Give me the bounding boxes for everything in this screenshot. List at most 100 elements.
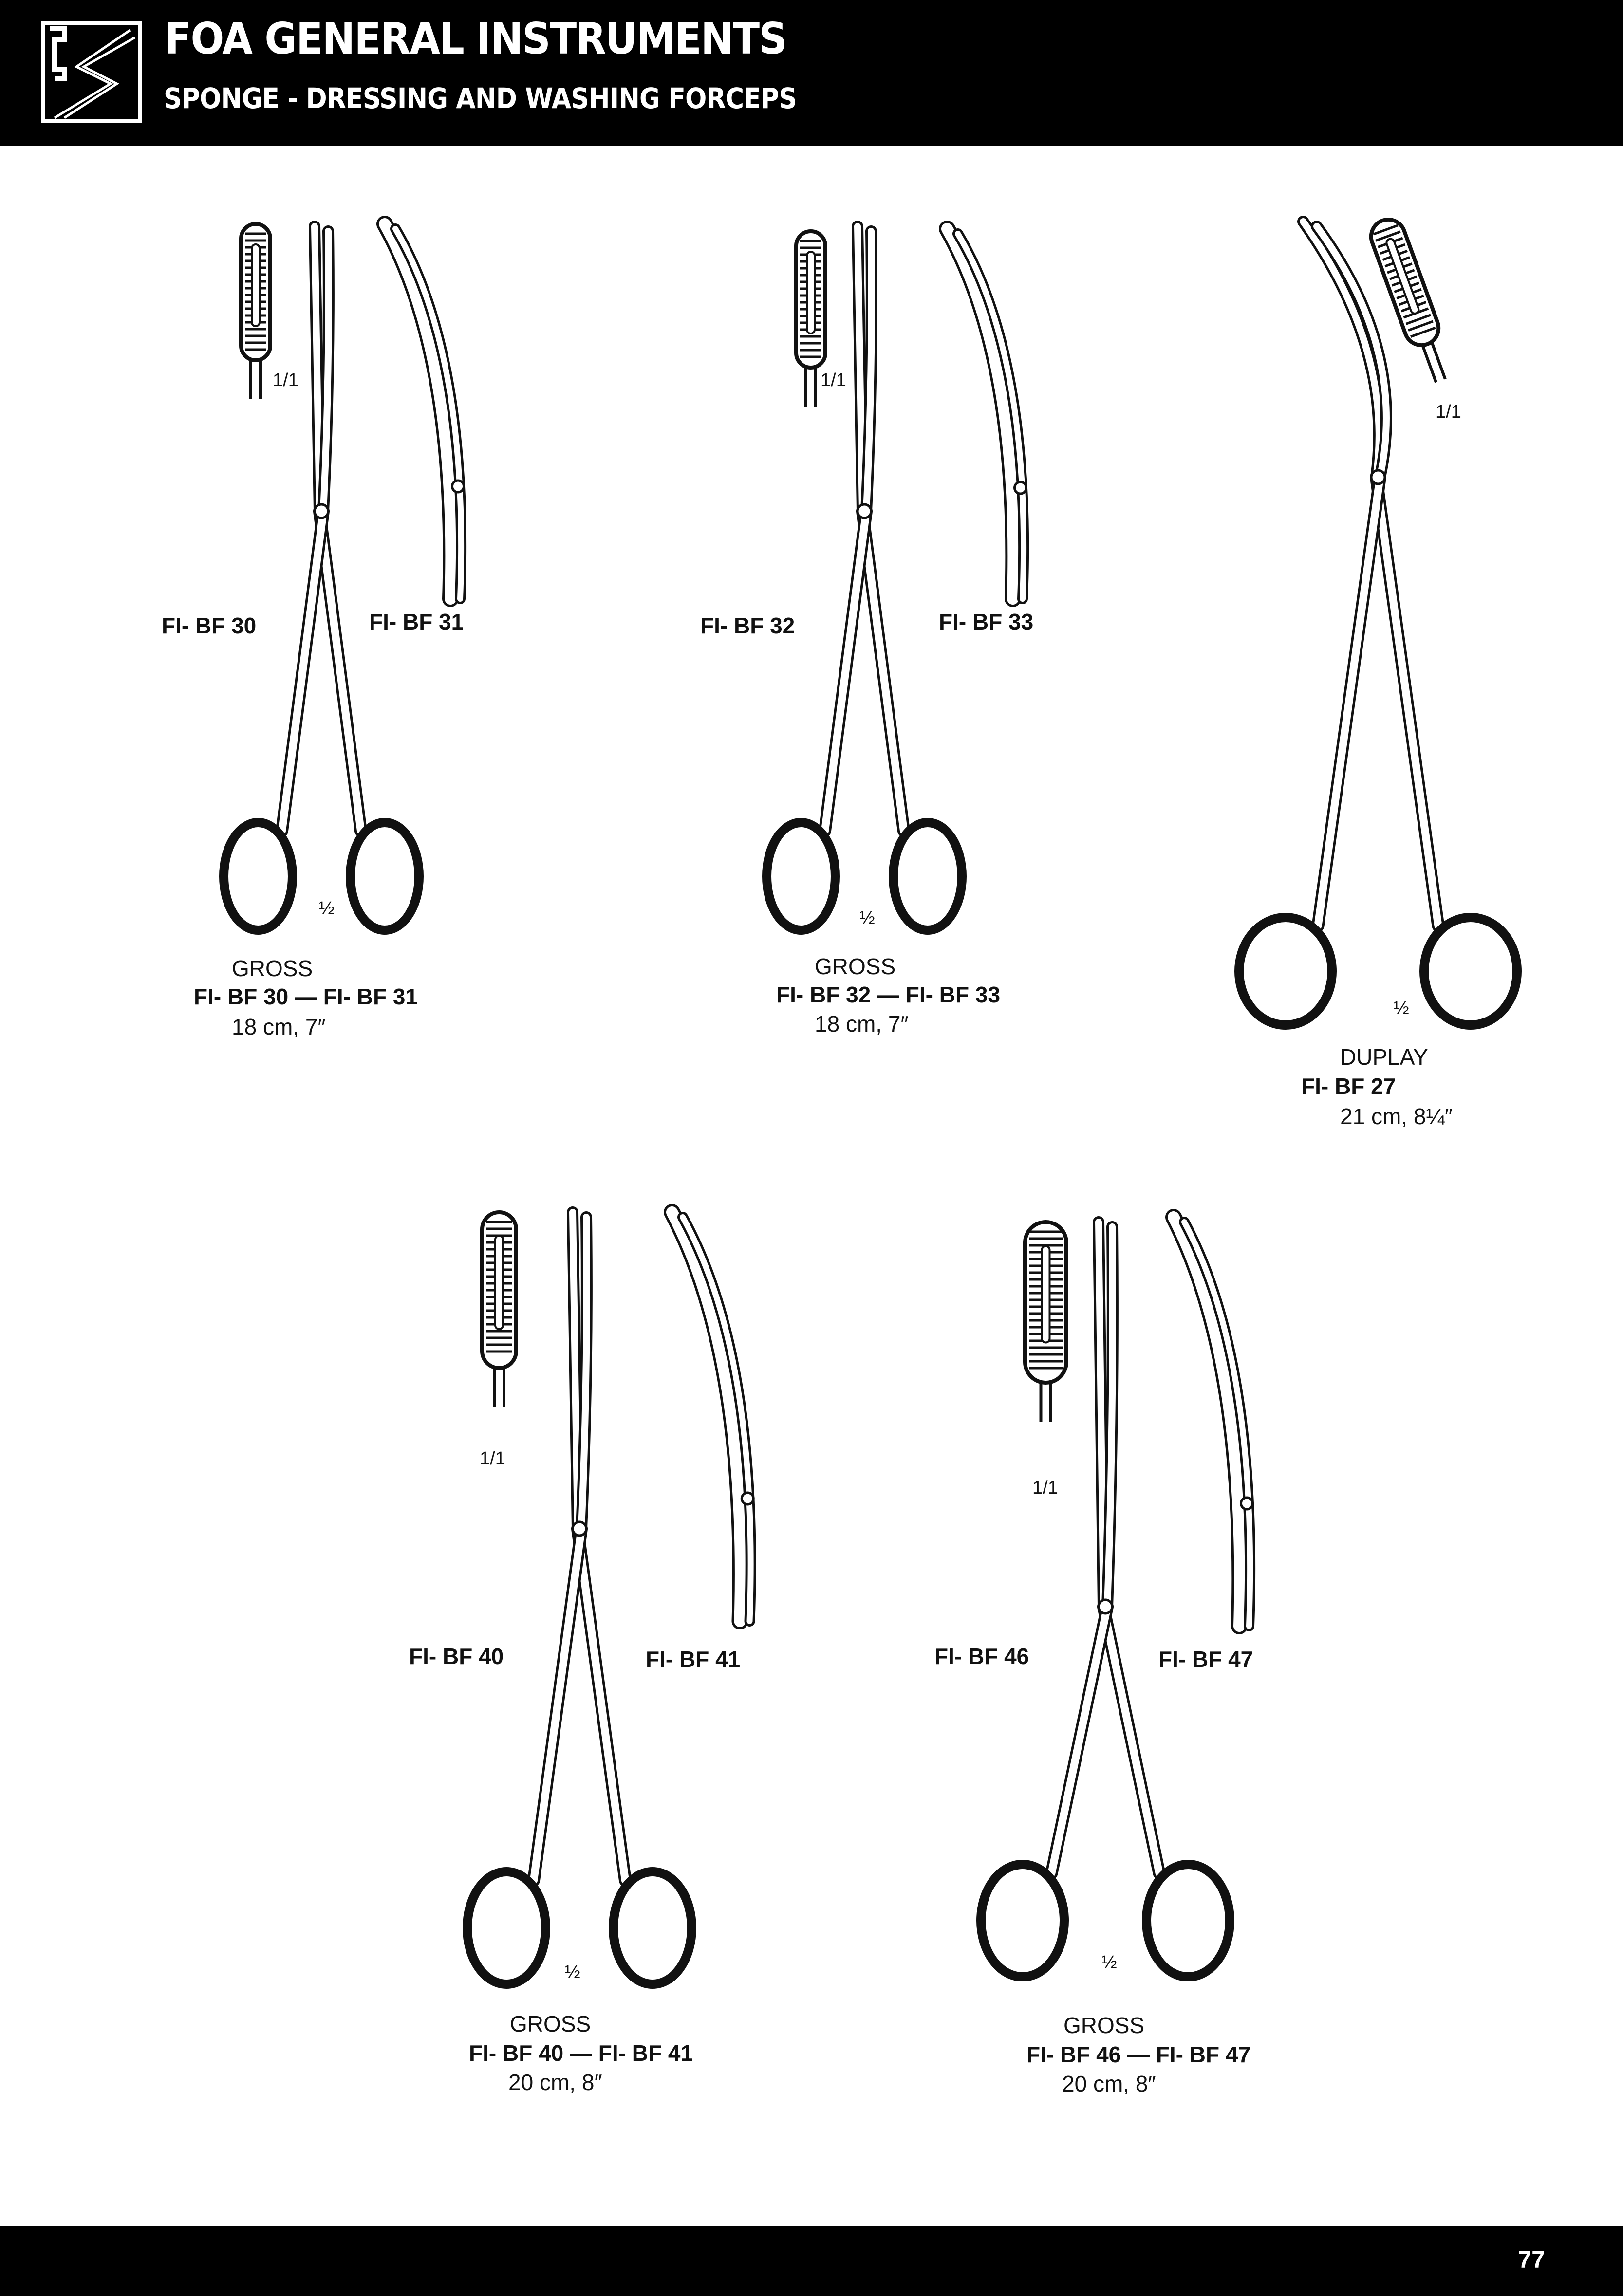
jaw-detail-illustration — [794, 229, 827, 407]
label-fi-bf-47: FI- BF 47 — [1158, 1647, 1253, 1672]
detail-scale: 1/1 — [273, 370, 298, 390]
serration — [1405, 314, 1431, 325]
jaw-slot — [251, 243, 261, 327]
shank-fill — [574, 1525, 629, 1885]
shank-fill — [1100, 1603, 1163, 1877]
instrument-name: GROSS — [232, 956, 313, 981]
pivot-screw — [740, 1491, 755, 1506]
curved-jaw-fill — [1168, 1211, 1246, 1632]
instrument-size: 18 cm, 7″ — [232, 1014, 326, 1039]
curved-jaw-illustration — [376, 216, 467, 607]
forceps-illustration — [762, 221, 967, 935]
jaw-fill — [320, 228, 332, 515]
label-fi-bf-31: FI- BF 31 — [369, 609, 464, 634]
serration — [1373, 224, 1399, 236]
instrument-size: 20 cm, 8″ — [1062, 2071, 1156, 2096]
shank-fill — [530, 1525, 585, 1885]
scale-label: ½ — [319, 898, 335, 919]
jaw-fill — [1300, 218, 1382, 481]
finger-ring — [1234, 913, 1337, 1030]
finger-ring — [346, 818, 424, 935]
finger-ring-highlight — [1151, 1869, 1225, 1972]
serration — [1408, 320, 1434, 332]
detail-scale: 1/1 — [1436, 402, 1461, 422]
shank-fill — [858, 507, 908, 835]
curved-jaw-illustration — [939, 221, 1029, 607]
curved-jaw-illustration — [1165, 1209, 1256, 1634]
jaw-slot — [1041, 1245, 1051, 1344]
instrument-codes: FI- BF 27 — [1301, 1074, 1396, 1099]
jaw-slot — [1385, 238, 1420, 315]
shank-fill — [1314, 473, 1384, 930]
finger-ring — [1419, 913, 1522, 1030]
catalog-title: FOA GENERAL INSTRUMENTS — [165, 14, 787, 64]
label-fi-bf-30: FI- BF 30 — [162, 613, 257, 638]
forceps-illustration — [976, 1216, 1234, 1981]
jaw-fill — [1313, 223, 1390, 481]
jaw-fill — [854, 223, 866, 515]
jaw-detail-illustration — [239, 222, 272, 399]
instrument-size: 21 cm, 8¼″ — [1340, 1104, 1453, 1129]
scale-label: ½ — [565, 1962, 580, 1982]
shank-fill — [278, 507, 327, 835]
jaw-fill — [311, 223, 323, 515]
shank-fill — [1372, 473, 1442, 930]
curved-jaw-fill — [941, 223, 1020, 605]
jaw-slot — [806, 251, 816, 334]
finger-ring — [889, 818, 967, 935]
header-bar: FOA GENERAL INSTRUMENTS SPONGE - DRESSIN… — [0, 0, 1623, 146]
jaw-fill — [1095, 1219, 1107, 1610]
instrument-name: DUPLAY — [1340, 1044, 1428, 1070]
section-subtitle: SPONGE - DRESSING AND WASHING FORCEPS — [164, 82, 797, 115]
finger-ring-highlight — [986, 1869, 1060, 1972]
curved-jaw-fill — [1181, 1219, 1253, 1629]
jaw-slot — [494, 1235, 504, 1330]
curved-jaw-illustration — [664, 1204, 756, 1629]
foa-logo-icon — [41, 21, 142, 123]
shank-fill — [316, 507, 365, 835]
scale-label: ½ — [1394, 998, 1409, 1018]
finger-ring — [609, 1867, 696, 1989]
jaw-fill — [569, 1209, 581, 1532]
pivot-screw — [571, 1520, 588, 1537]
finger-ring-highlight — [898, 827, 957, 926]
label-fi-bf-33: FI- BF 33 — [939, 609, 1034, 634]
pivot-screw — [1240, 1496, 1254, 1511]
curved-jaw-fill — [680, 1214, 754, 1624]
instrument-size: 20 cm, 8″ — [508, 2070, 602, 2095]
instrument-size: 18 cm, 7″ — [815, 1011, 909, 1037]
finger-ring-highlight — [1429, 922, 1512, 1020]
label-fi-bf-46: FI- BF 46 — [934, 1644, 1029, 1669]
serration — [1375, 230, 1401, 242]
finger-ring — [219, 818, 297, 935]
label-fi-bf-32: FI- BF 32 — [700, 613, 795, 638]
pivot-screw — [1013, 481, 1027, 495]
curved-jaw-fill — [955, 231, 1027, 602]
instrument-name: GROSS — [1063, 2013, 1145, 2038]
pivot-screw — [313, 503, 330, 519]
finger-ring-highlight — [1244, 922, 1327, 1020]
instrument-codes: FI- BF 46 — FI- BF 47 — [1026, 2042, 1251, 2067]
jaw-fill — [578, 1214, 590, 1532]
label-fi-bf-41: FI- BF 41 — [646, 1647, 741, 1672]
pivot-screw — [856, 503, 873, 519]
shank-fill — [821, 507, 870, 835]
finger-ring — [762, 818, 840, 935]
curved-jaw-fill — [666, 1206, 746, 1627]
detail-scale: 1/1 — [1032, 1478, 1058, 1498]
jaw-fill — [863, 228, 875, 515]
jaw-detail-illustration — [480, 1210, 518, 1407]
finger-ring-highlight — [355, 827, 414, 926]
forceps-illustration — [219, 221, 424, 935]
instrument-codes: FI- BF 40 — FI- BF 41 — [469, 2040, 693, 2066]
label-fi-bf-40: FI- BF 40 — [409, 1644, 504, 1669]
finger-ring — [463, 1867, 550, 1989]
instrument-name: GROSS — [510, 2011, 591, 2037]
shank-fill — [1047, 1603, 1111, 1877]
jaw-detail-illustration — [1369, 218, 1447, 383]
finger-ring-highlight — [618, 1876, 687, 1980]
shaft — [1430, 342, 1447, 380]
jaw-detail-illustration — [1023, 1220, 1068, 1422]
